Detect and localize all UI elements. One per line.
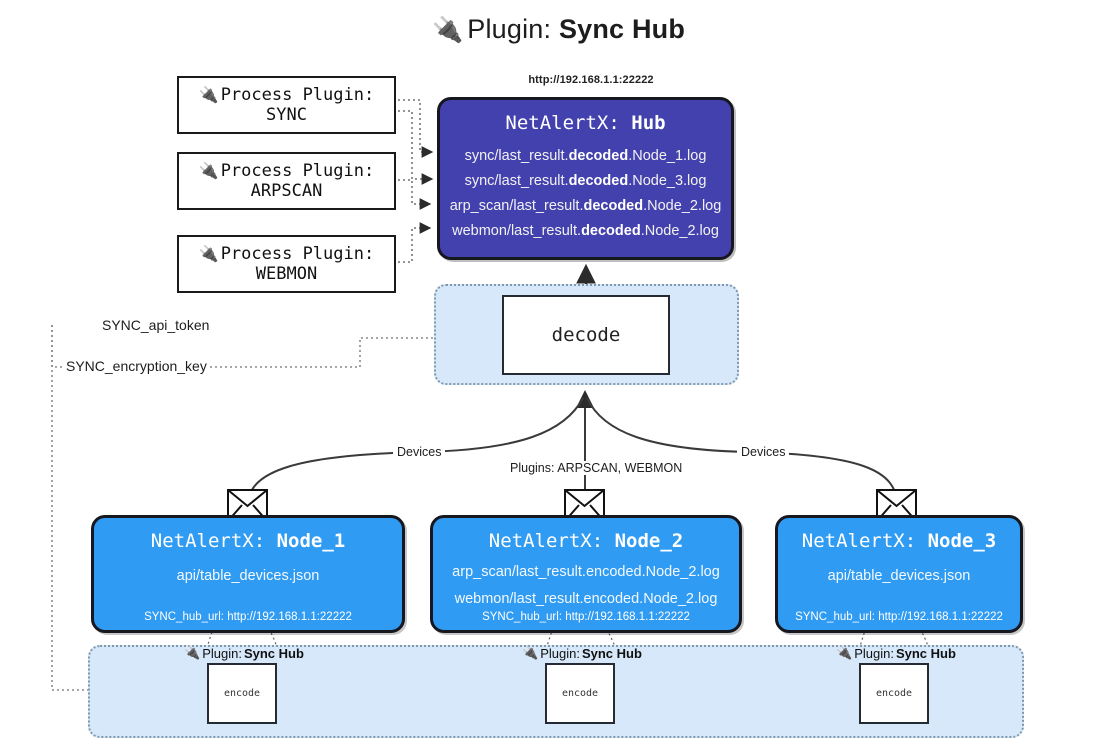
sync-encryption-key-label: SYNC_encryption_key [63, 358, 210, 374]
process-plugin-label: Process Plugin: [220, 84, 375, 105]
hub-title-prefix: NetAlertX: [505, 112, 620, 134]
node-line: webmon/last_result.encoded.Node_2.log [454, 591, 718, 607]
hub-box[interactable]: NetAlertX: Hub sync/last_result.decoded.… [437, 97, 734, 260]
process-plugin-webmon[interactable]: 🔌Process Plugin: WEBMON [177, 235, 396, 293]
node-footer: SYNC_hub_url: http://192.168.1.1:22222 [144, 611, 352, 623]
plug-icon: 🔌 [431, 16, 464, 44]
process-plugin-name: ARPSCAN [250, 181, 323, 201]
node-box-node-2[interactable]: NetAlertX: Node_2 arp_scan/last_result.e… [430, 515, 742, 633]
plug-icon: 🔌 [198, 244, 219, 264]
node-footer: SYNC_hub_url: http://192.168.1.1:22222 [482, 611, 690, 623]
node-title: NetAlertX: Node_3 [801, 530, 997, 552]
node-line: api/table_devices.json [176, 568, 320, 584]
process-plugin-label: Process Plugin: [220, 160, 375, 181]
encoder-label-1: 🔌Plugin: Sync Hub [184, 645, 304, 661]
node-box-node-1[interactable]: NetAlertX: Node_1 api/table_devices.json… [91, 515, 405, 633]
node-box-node-3[interactable]: NetAlertX: Node_3 api/table_devices.json… [775, 515, 1023, 633]
edge-label-devices-left: Devices [393, 445, 446, 459]
encode-box-2[interactable]: encode [545, 663, 615, 724]
hub-log-line-1: sync/last_result.decoded.Node_1.log [464, 148, 707, 164]
process-plugin-sync[interactable]: 🔌Process Plugin: SYNC [177, 76, 396, 134]
plug-icon: 🔌 [184, 645, 201, 660]
encode-box-3[interactable]: encode [859, 663, 929, 724]
node-line: arp_scan/last_result.encoded.Node_2.log [452, 564, 720, 580]
process-plugin-label: Process Plugin: [220, 243, 375, 264]
edge-label-plugins: Plugins: ARPSCAN, WEBMON [506, 461, 687, 475]
encode-box-1[interactable]: encode [207, 663, 277, 724]
edge-label-devices-right: Devices [737, 445, 790, 459]
plug-icon: 🔌 [198, 85, 219, 105]
hub-log-line-4: webmon/last_result.decoded.Node_2.log [452, 223, 719, 239]
encoder-label-2: 🔌Plugin: Sync Hub [522, 645, 642, 661]
hub-log-line-2: sync/last_result.decoded.Node_3.log [464, 173, 707, 189]
process-plugin-name: SYNC [266, 105, 307, 125]
node-title: NetAlertX: Node_1 [150, 530, 346, 552]
decode-box[interactable]: decode [502, 295, 670, 375]
hub-log-line-3: arp_scan/last_result.decoded.Node_2.log [449, 198, 722, 214]
node-footer: SYNC_hub_url: http://192.168.1.1:22222 [795, 611, 1003, 623]
plug-icon: 🔌 [522, 645, 539, 660]
hub-title-name: Hub [631, 112, 666, 134]
node-line: api/table_devices.json [827, 568, 971, 584]
hub-url-label: http://192.168.1.1:22222 [528, 74, 654, 86]
hub-title: NetAlertX: Hub [440, 112, 731, 134]
encoder-label-3: 🔌Plugin: Sync Hub [836, 645, 956, 661]
plug-icon: 🔌 [198, 161, 219, 181]
process-plugin-name: WEBMON [255, 264, 318, 284]
node-title: NetAlertX: Node_2 [488, 530, 684, 552]
page-title: 🔌Plugin: Sync Hub [0, 14, 1117, 45]
plug-icon: 🔌 [836, 645, 853, 660]
page-title-name: Sync Hub [558, 14, 686, 44]
process-plugin-arpscan[interactable]: 🔌Process Plugin: ARPSCAN [177, 152, 396, 210]
sync-api-token-label: SYNC_api_token [99, 317, 213, 333]
page-title-prefix: Plugin: [467, 14, 552, 44]
